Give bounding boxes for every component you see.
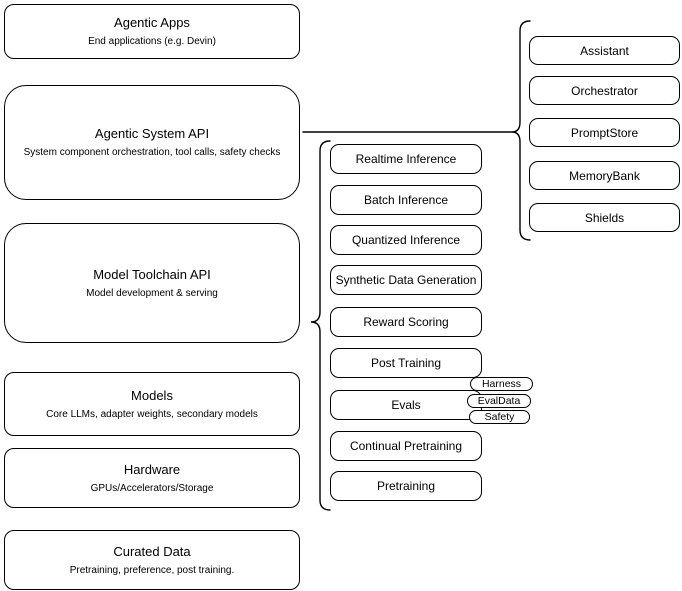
node-models: Models Core LLMs, adapter weights, secon… bbox=[4, 372, 300, 436]
node-pretraining: Pretraining bbox=[330, 471, 482, 501]
node-batch-inference: Batch Inference bbox=[330, 185, 482, 215]
node-hardware: Hardware GPUs/Accelerators/Storage bbox=[4, 448, 300, 508]
node-title: Model Toolchain API bbox=[93, 266, 211, 282]
node-post-training: Post Training bbox=[330, 348, 482, 378]
node-subtitle: End applications (e.g. Devin) bbox=[88, 36, 216, 47]
node-subtitle: Model development & serving bbox=[86, 287, 218, 299]
node-curated-data: Curated Data Pretraining, preference, po… bbox=[4, 530, 300, 590]
node-title: Hardware bbox=[123, 461, 181, 477]
node-agentic-apps: Agentic Apps End applications (e.g. Devi… bbox=[4, 4, 300, 59]
brace-system-components bbox=[511, 20, 531, 241]
pill-harness: Harness bbox=[470, 377, 533, 391]
brace-model-toolchain bbox=[310, 140, 331, 511]
node-evals: Evals bbox=[330, 390, 482, 420]
node-shields: Shields bbox=[529, 203, 680, 232]
node-orchestrator: Orchestrator bbox=[529, 76, 680, 105]
node-quantized-inference: Quantized Inference bbox=[330, 225, 482, 255]
pill-safety: Safety bbox=[469, 410, 530, 424]
node-title: Agentic System API bbox=[94, 126, 210, 141]
node-agentic-system-api: Agentic System API System component orch… bbox=[4, 85, 300, 200]
node-subtitle: GPUs/Accelerators/Storage bbox=[90, 482, 214, 494]
node-promptstore: PromptStore bbox=[529, 118, 680, 147]
node-synthetic-data-generation: Synthetic Data Generation bbox=[330, 265, 482, 295]
node-assistant: Assistant bbox=[529, 36, 680, 65]
node-realtime-inference: Realtime Inference bbox=[330, 144, 482, 174]
node-title: Models bbox=[131, 387, 173, 403]
node-reward-scoring: Reward Scoring bbox=[330, 307, 482, 337]
node-subtitle: Pretraining, preference, post training. bbox=[69, 564, 235, 576]
node-continual-pretraining: Continual Pretraining bbox=[330, 431, 482, 461]
node-title: Agentic Apps bbox=[114, 15, 190, 30]
node-subtitle: System component orchestration, tool cal… bbox=[23, 147, 281, 158]
node-memorybank: MemoryBank bbox=[529, 161, 680, 190]
pill-evaldata: EvalData bbox=[467, 394, 531, 408]
node-subtitle: Core LLMs, adapter weights, secondary mo… bbox=[46, 408, 258, 420]
node-model-toolchain-api: Model Toolchain API Model development & … bbox=[4, 223, 300, 343]
node-title: Curated Data bbox=[113, 543, 191, 559]
